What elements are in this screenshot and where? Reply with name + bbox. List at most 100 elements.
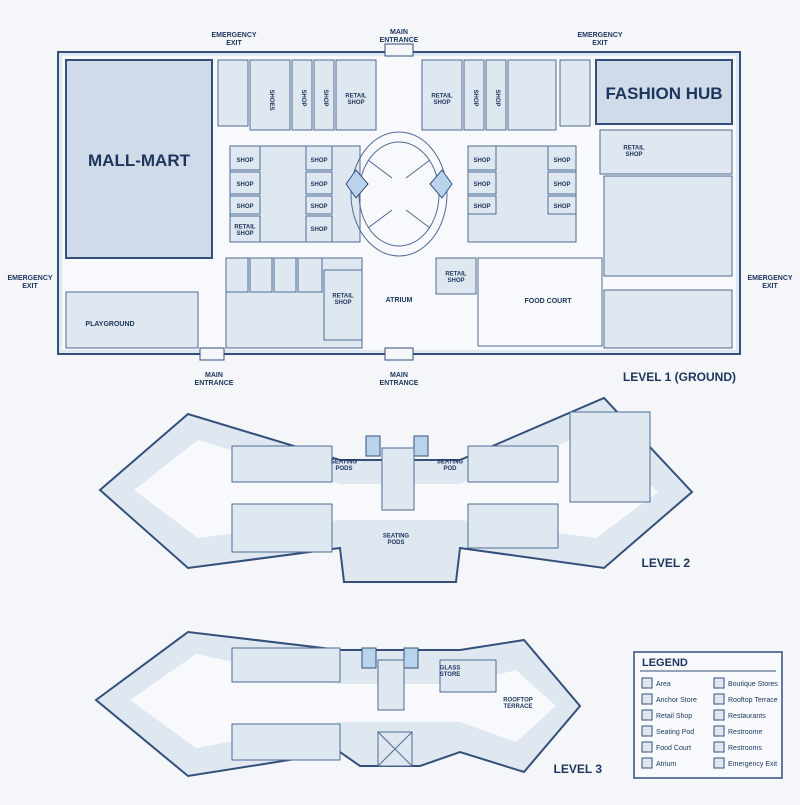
escalator-sw[interactable] (367, 209, 393, 229)
shop-e1[interactable] (467, 145, 497, 171)
anchor-store-mall-mart-label: MALL-MART (88, 151, 191, 170)
emergency-exit-icon (713, 757, 725, 769)
shop-w8[interactable] (305, 215, 333, 243)
escalator-nw[interactable] (367, 159, 393, 179)
glass-elevator-w[interactable] (345, 169, 369, 199)
glass-elevator-e[interactable] (429, 169, 453, 199)
atrium-icon (641, 757, 653, 769)
service-east[interactable] (603, 175, 733, 277)
shop-row-l2-ne[interactable] (467, 445, 559, 483)
main-entrance-north-door[interactable] (384, 43, 414, 57)
shop-ne-2-label: SHOP (472, 89, 478, 106)
shop-ne-4[interactable] (507, 59, 557, 131)
shop-ne-3[interactable] (485, 59, 507, 131)
restroom-icon (713, 725, 725, 737)
shop-w2[interactable] (229, 171, 261, 195)
glass-elevator-l3-w[interactable] (361, 647, 377, 669)
main-entrance-south-door[interactable] (384, 347, 414, 361)
shop-row-l3-nw[interactable] (231, 647, 341, 683)
anchor-swatch-icon (641, 693, 653, 705)
retail-shop-w[interactable] (229, 215, 261, 243)
legend-item-label: Seating Pod (656, 729, 694, 736)
anchor-store-mall-mart[interactable] (65, 59, 213, 259)
shop-sw2[interactable] (249, 257, 273, 293)
legend-item-label: Boutique Stores (728, 681, 778, 688)
retail-shop-sw[interactable] (323, 269, 363, 341)
shop-w3[interactable] (229, 195, 261, 215)
shop-w6[interactable] (305, 171, 333, 195)
shop-row-l2-nw[interactable] (231, 445, 333, 483)
glass-elevator-l2-e[interactable] (413, 435, 429, 457)
shop-shoes-nw[interactable] (249, 59, 291, 131)
shop-ne-2[interactable] (463, 59, 485, 131)
shop-w7[interactable] (305, 195, 333, 215)
restroom-ne[interactable] (559, 59, 591, 127)
food-court-area[interactable] (477, 257, 603, 347)
retail-shop-nw[interactable] (335, 59, 377, 131)
seating-pod-icon (641, 725, 653, 737)
shop-e4[interactable] (547, 145, 577, 171)
shop-e3[interactable] (467, 195, 497, 215)
shop-e1-label: SHOP (473, 158, 490, 164)
shop-row-l3-sw[interactable] (231, 723, 341, 761)
glass-elevator-l3-e[interactable] (403, 647, 419, 669)
shop-nw-3[interactable] (313, 59, 335, 131)
escalator-ne[interactable] (405, 159, 431, 179)
glass-store-l3[interactable] (439, 659, 497, 693)
shop-e2[interactable] (467, 171, 497, 195)
shop-e5[interactable] (547, 171, 577, 195)
level-1-title: LEVEL 1 (GROUND) (623, 370, 736, 384)
shop-row-l2-se[interactable] (467, 503, 559, 549)
shop-w2-label: SHOP (236, 182, 253, 188)
level-1-plan: MALL-MART FASHION HUB SHOES SHOP SHOP RE… (57, 43, 741, 361)
shop-w8-label: SHOP (310, 227, 327, 233)
terrace-swatch-icon (713, 693, 725, 705)
shop-sw4[interactable] (297, 257, 323, 293)
shop-sw3[interactable] (273, 257, 297, 293)
restroom-nw[interactable] (217, 59, 249, 127)
glass-elevator-l2-w[interactable] (365, 435, 381, 457)
anchor-l2-east[interactable] (569, 411, 651, 503)
shop-nw-3-label: SHOP (322, 89, 328, 106)
boutique-swatch-icon (713, 677, 725, 689)
retail-shop-food[interactable] (435, 257, 477, 295)
shop-sw1[interactable] (225, 257, 249, 293)
level-3-title: LEVEL 3 (554, 762, 603, 776)
playground-area[interactable] (65, 291, 199, 349)
atrium-label: ATRIUM (386, 297, 413, 304)
retail-swatch-icon (641, 709, 653, 721)
legend-box (633, 651, 783, 779)
legend-item-label: Atrium (656, 761, 676, 768)
shop-w1[interactable] (229, 145, 261, 171)
retail-shop-ne[interactable] (421, 59, 463, 131)
shop-e6[interactable] (547, 195, 577, 215)
shop-shoes-nw-label: SHOES (268, 89, 274, 110)
shop-w6-label: SHOP (310, 182, 327, 188)
shop-w5[interactable] (305, 145, 333, 171)
restroom-east[interactable] (603, 289, 733, 349)
escalator-l3[interactable] (377, 659, 405, 711)
shop-e5-label: SHOP (553, 182, 570, 188)
shop-e6-label: SHOP (553, 204, 570, 210)
shop-row-l2-sw[interactable] (231, 503, 333, 553)
legend-item-label: Retail Shop (656, 713, 692, 720)
anchor-store-fashion-hub[interactable] (595, 59, 733, 125)
escalator-se[interactable] (405, 209, 431, 229)
main-entrance-sw-door[interactable] (199, 347, 225, 361)
area-swatch-icon (641, 677, 653, 689)
escalator-l2[interactable] (381, 447, 415, 511)
retail-shop-east[interactable] (599, 129, 733, 175)
shop-nw-2[interactable] (291, 59, 313, 131)
